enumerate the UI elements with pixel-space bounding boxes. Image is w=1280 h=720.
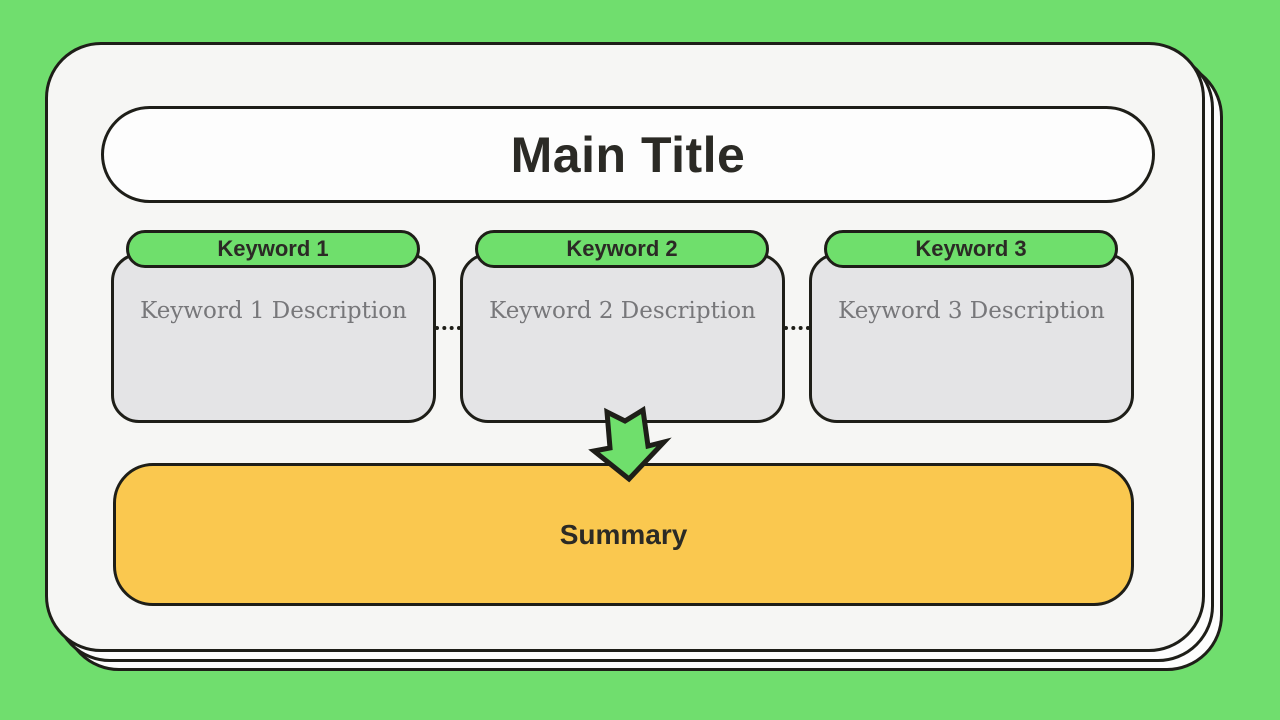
keyword-3-label: Keyword 3 xyxy=(915,236,1027,261)
keyword-1-description: Keyword 1 Description xyxy=(140,298,407,324)
main-title-text: Main Title xyxy=(510,126,746,183)
keyword-card-1-body[interactable]: Keyword 1 Description xyxy=(111,253,436,423)
keyword-card-2[interactable]: Keyword 2 Description Keyword 2 xyxy=(460,230,785,465)
keyword-2-description: Keyword 2 Description xyxy=(489,298,756,324)
keyword-card-3-body[interactable]: Keyword 3 Description xyxy=(809,253,1134,423)
keyword-pill-1[interactable]: Keyword 1 xyxy=(126,230,420,268)
main-title-pill[interactable]: Main Title xyxy=(101,106,1155,203)
dotted-connector-1 xyxy=(435,326,461,330)
keyword-card-1[interactable]: Keyword 1 Description Keyword 1 xyxy=(111,230,436,465)
dotted-connector-2 xyxy=(784,326,810,330)
down-arrow-icon xyxy=(583,401,675,489)
keyword-pill-2[interactable]: Keyword 2 xyxy=(475,230,769,268)
keyword-pill-3[interactable]: Keyword 3 xyxy=(824,230,1118,268)
keyword-card-2-body[interactable]: Keyword 2 Description xyxy=(460,253,785,423)
main-card: Main Title Keyword 1 Description Keyword… xyxy=(45,42,1205,652)
keyword-1-label: Keyword 1 xyxy=(217,236,329,261)
keyword-card-3[interactable]: Keyword 3 Description Keyword 3 xyxy=(809,230,1134,465)
keyword-2-label: Keyword 2 xyxy=(566,236,678,261)
keyword-3-description: Keyword 3 Description xyxy=(838,298,1105,324)
summary-label: Summary xyxy=(559,518,688,550)
